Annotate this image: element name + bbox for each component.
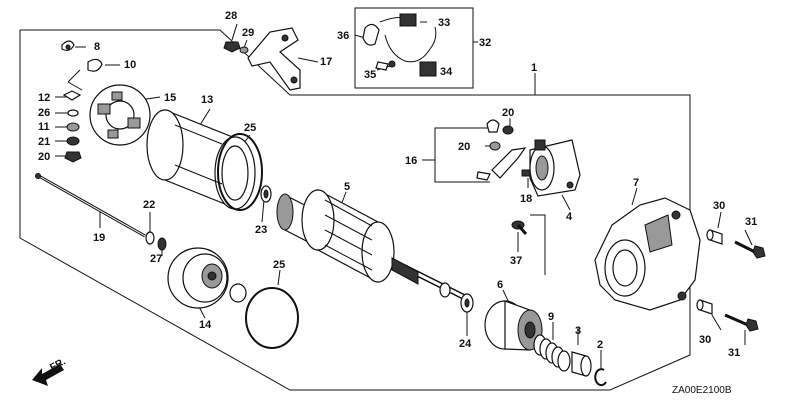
callout-17: 17 xyxy=(320,56,332,68)
callout-8: 8 xyxy=(94,41,100,53)
callout-26: 26 xyxy=(38,107,50,119)
wire-harness xyxy=(362,13,437,77)
callout-35: 35 xyxy=(364,69,376,81)
washer-23-hole xyxy=(263,189,269,199)
callout-20-solenoid-mid: 20 xyxy=(458,141,470,153)
callout-30-lower: 30 xyxy=(699,334,711,346)
brush-spring-8 xyxy=(61,40,75,51)
harness-subassembly-box xyxy=(354,7,474,89)
motor-yoke-housing xyxy=(146,109,256,210)
callout-20-solenoid-top: 20 xyxy=(502,107,514,119)
callout-7: 7 xyxy=(633,177,639,189)
callout-30-upper: 30 xyxy=(713,200,725,212)
snap-ring xyxy=(594,368,607,387)
brush-10 xyxy=(67,58,103,91)
callout-31-lower: 31 xyxy=(728,347,740,359)
callout-29: 29 xyxy=(242,27,254,39)
through-bolt-shaft xyxy=(35,173,146,238)
callout-37: 37 xyxy=(510,255,522,267)
callout-23: 23 xyxy=(255,224,267,236)
solenoid-terminal-parts xyxy=(476,119,537,181)
callout-27: 27 xyxy=(150,253,162,265)
callout-6: 6 xyxy=(497,279,503,291)
washer-11 xyxy=(66,122,80,132)
callout-1: 1 xyxy=(531,62,537,74)
nut-28 xyxy=(223,41,241,53)
washer-26 xyxy=(67,109,79,117)
callout-18: 18 xyxy=(520,193,532,205)
washer-24-hole xyxy=(464,298,470,308)
collar-upper xyxy=(706,229,723,245)
screw-37 xyxy=(511,220,528,235)
callout-19: 19 xyxy=(93,232,105,244)
callout-25-upper: 25 xyxy=(244,122,256,134)
collar-lower xyxy=(696,299,713,315)
diagram-code: ZA00E2100B xyxy=(672,385,732,396)
callout-15: 15 xyxy=(164,92,176,104)
pinion-gear xyxy=(484,300,543,351)
terminal-12 xyxy=(62,90,82,101)
washer-27 xyxy=(157,237,167,251)
callout-labels: 1 2 3 4 5 6 7 8 9 10 11 12 13 14 15 16 1… xyxy=(38,10,757,359)
stop-collar xyxy=(571,351,592,377)
callout-11: 11 xyxy=(38,121,50,133)
callout-12: 12 xyxy=(38,92,50,104)
nut-20-left xyxy=(64,151,82,163)
rear-cover xyxy=(167,247,247,309)
return-spring xyxy=(533,334,571,372)
front-direction-arrow xyxy=(32,364,64,386)
o-ring-lower xyxy=(245,287,299,349)
solenoid xyxy=(529,139,581,197)
callout-24: 24 xyxy=(459,338,472,350)
bolt-lower xyxy=(724,313,759,332)
washer-22 xyxy=(145,231,155,245)
callout-34: 34 xyxy=(440,66,453,78)
callout-9: 9 xyxy=(548,311,554,323)
o-ring-upper xyxy=(217,133,263,211)
direction-label: FR. xyxy=(48,356,68,373)
callout-20-left: 20 xyxy=(38,151,50,163)
bracket xyxy=(247,27,301,91)
callout-25-lower: 25 xyxy=(273,259,285,271)
callout-3: 3 xyxy=(575,325,581,337)
callout-16: 16 xyxy=(405,155,417,167)
washer-29 xyxy=(239,46,249,54)
front-housing xyxy=(594,197,701,311)
callout-22: 22 xyxy=(143,199,155,211)
callout-32: 32 xyxy=(479,37,491,49)
callout-36: 36 xyxy=(337,30,349,42)
callout-21: 21 xyxy=(38,136,50,148)
callout-5: 5 xyxy=(344,181,350,193)
nut-21 xyxy=(66,136,80,146)
callout-33: 33 xyxy=(438,17,450,29)
callout-31-upper: 31 xyxy=(745,216,757,228)
callout-13: 13 xyxy=(201,94,213,106)
callout-4: 4 xyxy=(566,211,573,223)
bolt-upper xyxy=(734,240,766,259)
callout-2: 2 xyxy=(597,339,603,351)
brush-holder-plate xyxy=(89,84,151,146)
armature xyxy=(276,189,472,303)
callout-10: 10 xyxy=(124,59,136,71)
callout-14: 14 xyxy=(199,319,212,331)
callout-28: 28 xyxy=(225,10,237,22)
